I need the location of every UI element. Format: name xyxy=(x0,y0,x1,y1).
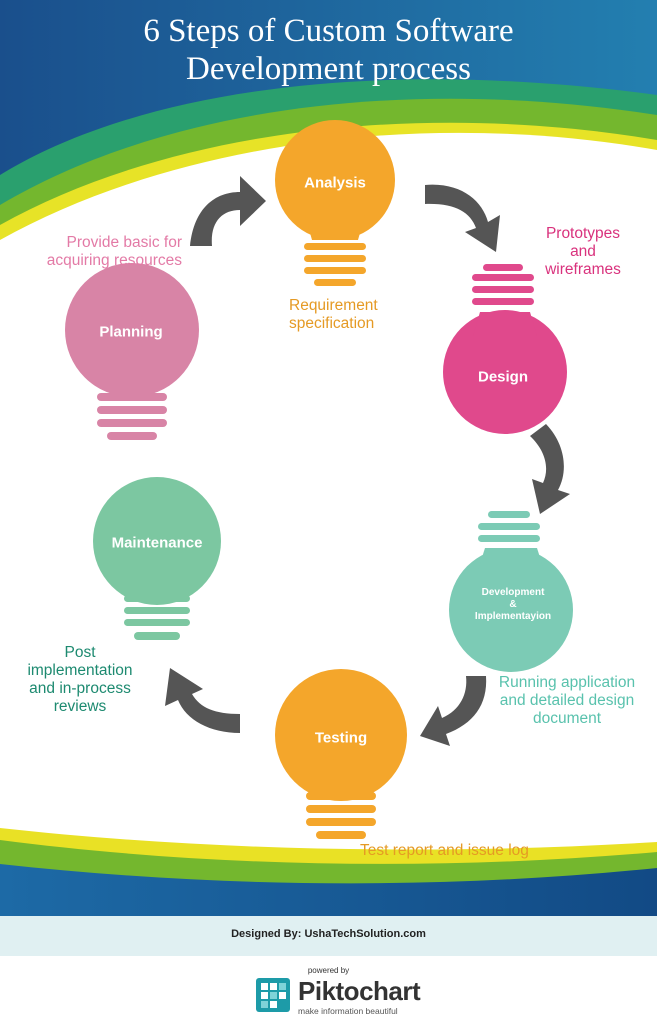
planning-label: Planning xyxy=(99,323,163,341)
arrow-development-to-testing-icon xyxy=(420,676,487,746)
arrow-planning-to-analysis-icon xyxy=(190,176,266,246)
development-label-line: & xyxy=(509,599,517,610)
maintenance-note-line: reviews xyxy=(53,698,107,715)
maintenance-note-line: Post xyxy=(64,644,96,661)
maintenance-note-line: implementation xyxy=(27,662,133,679)
maintenance-label: Maintenance xyxy=(111,534,203,552)
arrow-design-to-development-icon xyxy=(530,424,570,514)
designed-by-credit: Designed By: UshaTechSolution.com xyxy=(231,928,426,940)
analysis-note-line: Requirement xyxy=(289,297,378,314)
testing-label: Testing xyxy=(314,729,368,747)
credits-bar xyxy=(0,916,657,956)
design-note: Prototypes and wireframes xyxy=(534,225,632,279)
piktochart-logo-icon xyxy=(256,978,290,1012)
arrow-testing-to-maintenance-icon xyxy=(165,668,240,733)
planning-note-line: acquiring resources xyxy=(46,252,182,269)
analysis-label: Analysis xyxy=(304,174,366,192)
design-note-line: Prototypes xyxy=(545,225,621,242)
development-note-line: and detailed design xyxy=(499,692,635,709)
design-label: Design xyxy=(477,368,529,386)
development-label-line: Implementayion xyxy=(474,611,552,622)
footer-blue-wave xyxy=(0,864,657,916)
planning-note: Provide basic for acquiring resources xyxy=(12,234,182,270)
testing-bulb-icon xyxy=(275,669,407,839)
testing-note: Test report and issue log xyxy=(360,842,529,859)
development-label: Development & Implementayion xyxy=(475,587,551,623)
maintenance-bulb-icon xyxy=(93,477,221,640)
development-note-line: Running application xyxy=(498,674,636,691)
design-bulb-icon xyxy=(443,264,567,434)
page-title-line-1: 6 Steps of Custom Software xyxy=(143,13,514,49)
arrow-analysis-to-design-icon xyxy=(425,184,500,252)
design-note-line: wireframes xyxy=(545,261,621,278)
planning-note-line: Provide basic for xyxy=(66,234,182,251)
development-bulb-icon xyxy=(449,511,573,672)
development-label-line: Development xyxy=(481,587,545,598)
powered-by-text: powered by xyxy=(307,966,350,975)
development-note: Running application and detailed design … xyxy=(486,674,648,728)
maintenance-note: Post implementation and in-process revie… xyxy=(14,644,146,716)
planning-bulb-icon xyxy=(65,263,199,440)
development-note-line: document xyxy=(532,710,602,727)
analysis-note: Requirement specification xyxy=(289,297,378,333)
analysis-note-line: specification xyxy=(289,315,375,332)
page-title-line-2: Development process xyxy=(186,51,471,87)
maintenance-note-line: and in-process xyxy=(29,680,131,697)
analysis-bulb-icon xyxy=(275,120,395,286)
piktochart-tagline: make information beautiful xyxy=(298,1006,398,1016)
background-artwork xyxy=(0,0,657,916)
design-note-line: and xyxy=(570,243,596,260)
piktochart-brand: Piktochart xyxy=(298,976,421,1006)
